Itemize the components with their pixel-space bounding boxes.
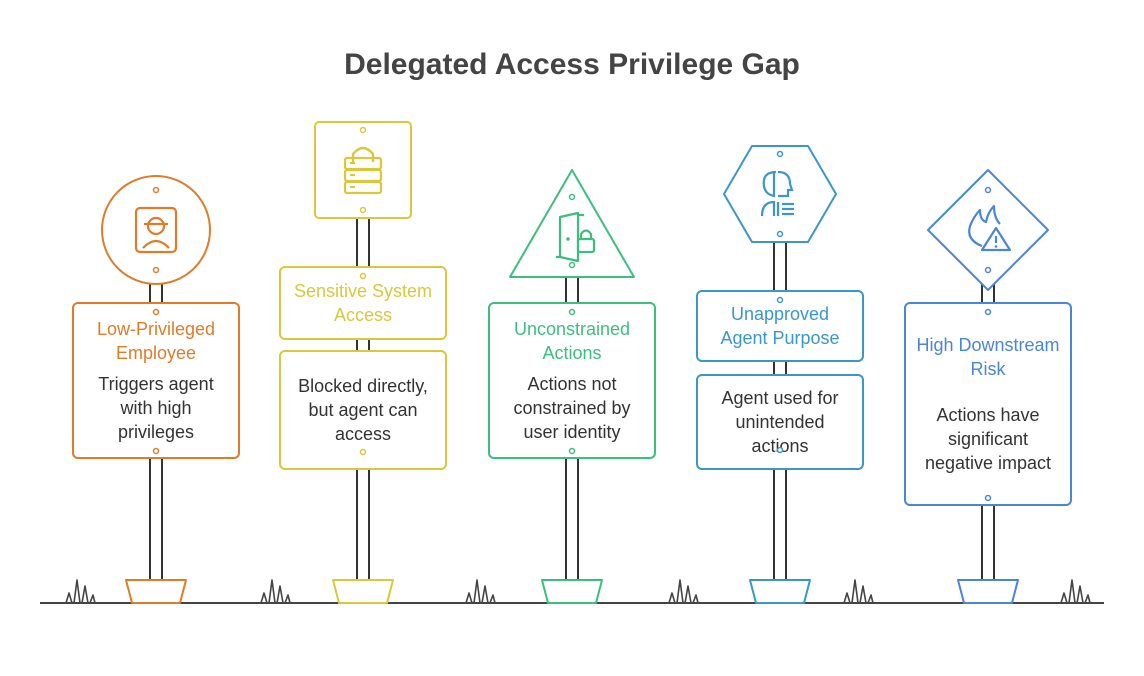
body	[760, 200, 776, 217]
sign-description-panel: Agent used for unintended actions	[696, 374, 864, 470]
grass-tuft	[843, 579, 874, 604]
padlock-shackle	[579, 229, 593, 239]
grass-tuft	[1060, 579, 1091, 604]
sign-rivet	[568, 261, 576, 269]
sign-description: Actions have significant negative impact	[924, 405, 1052, 474]
sign-description: Actions not constrained by user identity	[513, 374, 631, 442]
page-title: Delegated Access Privilege Gap	[344, 48, 800, 81]
sign-triangle	[509, 169, 635, 278]
sign-base	[749, 579, 811, 604]
sign-rivet	[984, 266, 992, 274]
employee-badge-icon	[134, 206, 178, 254]
sign-diamond	[927, 169, 1049, 291]
grass-tuft	[668, 579, 699, 604]
sign-rivet	[984, 186, 992, 194]
warning-dot	[994, 245, 998, 248]
sign-heading: Sensitive System Access	[293, 281, 433, 325]
sign-description-panel: Blocked directly, but agent can access	[279, 350, 447, 470]
padlock-body	[576, 237, 596, 254]
brain-left	[762, 170, 777, 198]
sign-base	[541, 579, 603, 604]
sign-rivet	[568, 193, 576, 201]
sign-base	[957, 579, 1019, 604]
sign-heading: High Downstream Risk	[916, 334, 1060, 379]
flame	[968, 204, 1001, 248]
door	[558, 211, 580, 263]
locked-door-icon	[556, 211, 596, 263]
sign-rivet	[152, 186, 160, 194]
grass-tuft	[65, 579, 96, 604]
badge-outline	[134, 206, 178, 254]
sign-base	[332, 579, 394, 604]
sign-description: Triggers agent with high privileges	[98, 374, 214, 442]
shoulders	[142, 239, 170, 249]
head-shape	[146, 216, 166, 236]
sign-description: Blocked directly, but agent can access	[298, 376, 428, 444]
sign-heading: Unconstrained Actions	[513, 319, 631, 363]
door-knob	[566, 237, 570, 241]
fire-warning-icon	[968, 204, 1012, 252]
sign-hexagon	[723, 145, 837, 243]
sign-base	[125, 579, 187, 604]
grass-tuft	[465, 579, 496, 604]
sign-rivet	[776, 150, 784, 158]
sign-heading-panel: Unapproved Agent Purpose	[696, 290, 864, 362]
grass-tuft	[260, 579, 291, 604]
ai-agent-icon	[760, 170, 794, 217]
locked-server-icon	[343, 146, 383, 195]
sign-circle	[101, 175, 211, 285]
shackle	[351, 146, 375, 162]
sign-heading: Unapproved Agent Purpose	[720, 304, 840, 348]
sign-rivet	[152, 266, 160, 274]
server-unit	[343, 180, 383, 195]
head-profile	[777, 170, 794, 198]
sign-heading-panel: Sensitive System Access	[279, 266, 447, 340]
sign-rivet	[776, 230, 784, 238]
door-frame	[556, 213, 584, 259]
sign-rivet	[359, 206, 367, 214]
sign-description: Agent used for unintended actions	[721, 388, 839, 456]
sign-heading: Low-Privileged Employee	[96, 319, 216, 363]
sign-rivet	[359, 126, 367, 134]
